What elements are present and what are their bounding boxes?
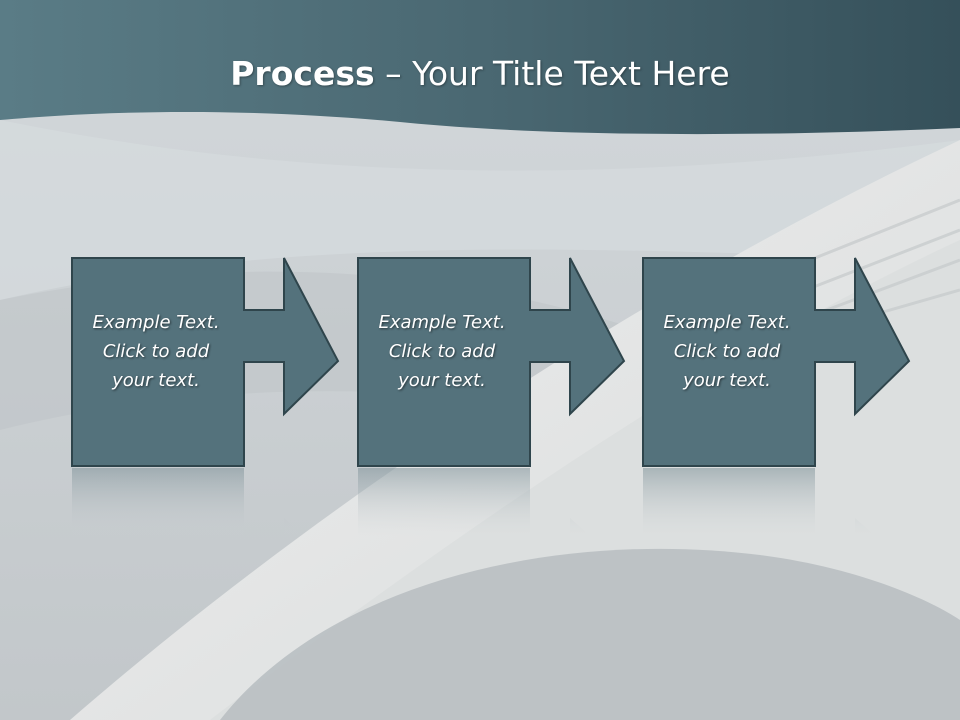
step-1-line-3: your text. [112,370,200,391]
step-3-line-2: Click to add [673,341,781,362]
step-2-arrow-shape [357,257,626,536]
process-step-2[interactable]: Example Text. Click to add your text. [356,256,696,536]
step-2-line-2: Click to add [388,341,496,362]
step-1-line-2: Click to add [102,341,210,362]
slide-title[interactable]: Process – Your Title Text Here [0,52,960,96]
step-1-line-1: Example Text. [92,312,220,333]
title-rest: – Your Title Text Here [374,54,730,93]
process-step-1[interactable]: Example Text. Click to add your text. [70,256,410,536]
step-3-line-1: Example Text. [663,312,791,333]
step-3-arrow-shape [642,257,911,536]
step-3-line-3: your text. [683,370,771,391]
title-bold: Process [230,54,375,93]
step-3-text[interactable]: Example Text. Click to add your text. [641,308,813,395]
step-2-line-3: your text. [398,370,486,391]
process-step-3[interactable]: Example Text. Click to add your text. [641,256,941,536]
step-1-arrow-shape [71,257,340,536]
step-2-line-1: Example Text. [378,312,506,333]
step-2-text[interactable]: Example Text. Click to add your text. [356,308,528,395]
step-1-text[interactable]: Example Text. Click to add your text. [70,308,242,395]
